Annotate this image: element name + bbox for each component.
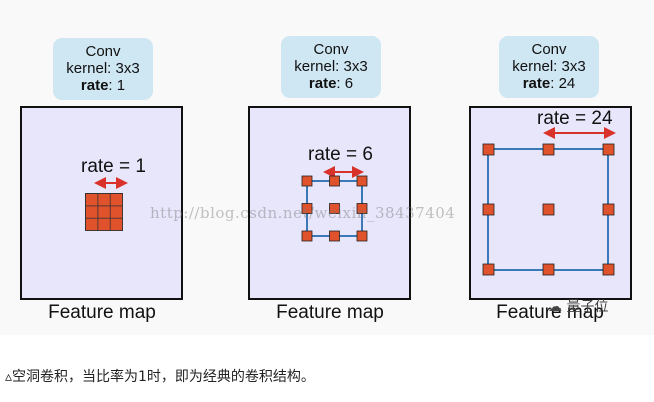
kernel-cell — [86, 194, 98, 206]
conv-title: Conv — [313, 41, 349, 58]
kernel-label: kernel: — [66, 60, 112, 77]
kernel-label: kernel: — [512, 58, 558, 75]
kernel-cell — [482, 263, 495, 276]
rate-label-3: rate = 24 — [537, 108, 613, 129]
kernel-label: kernel: — [294, 58, 340, 75]
logo-text: 量子位 — [566, 299, 609, 315]
feature-map-label-3: Feature map — [496, 302, 604, 323]
kernel-cell — [602, 143, 615, 156]
conv-box-2: Conv kernel: 3x3 rate: 6 — [281, 36, 381, 98]
kernel-cell — [98, 218, 110, 231]
conv-title: Conv — [85, 43, 121, 60]
rate-label: rate — [522, 75, 551, 92]
kernel-dense — [85, 193, 123, 231]
kernel-cell — [542, 203, 555, 216]
kernel-value: 3x3 — [115, 60, 140, 77]
caption: ▵空洞卷积，当比率为1时，即为经典的卷积结构。 — [5, 369, 315, 385]
kernel-cell — [329, 203, 340, 214]
watermark: http://blog.csdn.net/weixin_38437404 — [150, 204, 456, 222]
rate-label-2: rate = 6 — [308, 144, 373, 165]
kernel-diagram — [85, 127, 616, 276]
kernel-cell — [86, 218, 98, 231]
logo-icon: ☁ — [548, 299, 562, 315]
kernel-cell — [329, 175, 340, 187]
kernel-cell — [482, 143, 495, 156]
rate-value: 6 — [344, 75, 354, 92]
kernel-cell — [98, 206, 110, 218]
feature-map-label-2: Feature map — [276, 302, 384, 323]
kernel-cell — [542, 143, 555, 156]
kernel-dilated-24 — [482, 143, 615, 276]
kernel-cell — [356, 230, 368, 242]
kernel-cell — [110, 194, 123, 206]
kernel-cell — [98, 194, 110, 206]
kernel-cell — [301, 230, 313, 242]
kernel-cell — [602, 203, 615, 216]
logo: ☁ 量子位 — [548, 296, 608, 316]
kernel-cell — [602, 263, 615, 276]
kernel-cell — [356, 203, 368, 214]
rate-label-1: rate = 1 — [81, 156, 146, 177]
kernel-cell — [329, 230, 340, 242]
kernel-cell — [301, 175, 313, 187]
kernel-cell — [110, 206, 123, 218]
kernel-cell — [86, 206, 98, 218]
kernel-dilated-6 — [301, 175, 368, 242]
rate-value: 1 — [116, 77, 126, 94]
feature-map-label-1: Feature map — [48, 302, 156, 323]
conv-title: Conv — [531, 41, 567, 58]
rate-value: 24 — [558, 75, 576, 92]
rate-label: rate — [80, 77, 109, 94]
kernel-cell — [110, 218, 123, 231]
rate-label: rate — [308, 75, 337, 92]
feature-map-panel-2 — [248, 106, 411, 300]
conv-box-1: Conv kernel: 3x3 rate: 1 — [53, 38, 153, 100]
kernel-value: 3x3 — [343, 58, 368, 75]
kernel-cell — [542, 263, 555, 276]
conv-box-3: Conv kernel: 3x3 rate: 24 — [499, 36, 599, 98]
kernel-cell — [301, 203, 313, 214]
kernel-value: 3x3 — [561, 58, 586, 75]
figure: Conv kernel: 3x3 rate: 1 Conv kernel: 3x… — [20, 36, 632, 323]
kernel-cell — [482, 203, 495, 216]
kernel-cell — [356, 175, 368, 187]
